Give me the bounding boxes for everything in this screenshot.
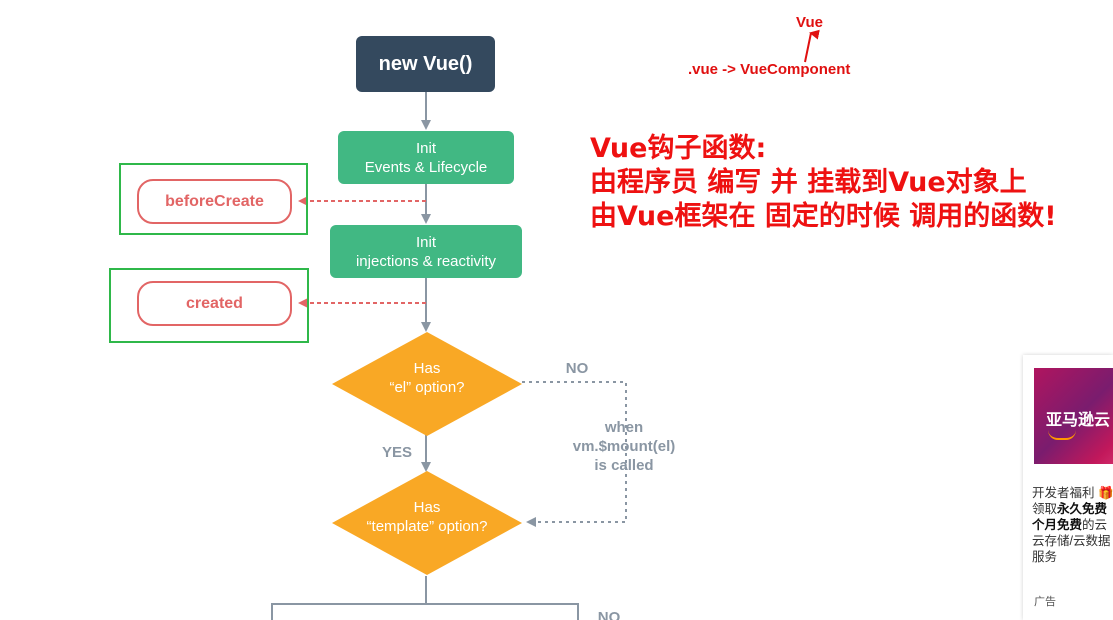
amazon-smile-icon <box>1048 430 1076 440</box>
diamond-has-el-text: Has “el” option? <box>352 359 502 397</box>
node-init-injections-line2: injections & reactivity <box>355 252 497 270</box>
ad-line5: 服务 <box>1032 550 1058 564</box>
annotation-hook-note: Vue钩子函数: 由程序员 编写 并 挂载到Vue对象上 由Vue框架在 固定的… <box>590 132 1057 234</box>
connector-no-dotted <box>522 381 627 527</box>
node-init-events-line2: Events & Lifecycle <box>364 158 488 176</box>
gift-icon: 🎁 <box>1097 486 1113 500</box>
diamond-has-template-text: Has “template” option? <box>338 498 516 536</box>
node-init-injections-line1: Init <box>415 233 436 251</box>
hook-before-create-label: beforeCreate <box>165 192 264 210</box>
hook-created-label: created <box>186 294 243 312</box>
connector-branch <box>271 603 579 620</box>
label-no-bottom: NO <box>597 609 621 620</box>
hook-created: created <box>137 281 292 326</box>
node-init-injections: Init injections & reactivity <box>330 225 522 278</box>
annotation-note-line1: Vue钩子函数: <box>590 133 767 164</box>
ad-line3-b: 个月免费 <box>1032 518 1083 532</box>
label-when-line3: is called <box>594 457 654 474</box>
label-no: NO <box>565 360 589 377</box>
annotation-note-line2: 由程序员 编写 并 挂载到Vue对象上 <box>590 167 1027 198</box>
node-new-vue: new Vue() <box>356 36 495 92</box>
ad-image-text: 亚马逊云 <box>1046 412 1111 429</box>
ad-card[interactable]: 亚马逊云 开发者福利 🎁 领取永久免费 个月免费的云 云存储/云数据 服务 广告 <box>1023 355 1113 620</box>
node-new-vue-label: new Vue() <box>378 52 473 75</box>
hook-before-create: beforeCreate <box>137 179 292 224</box>
hook-outline-before-create <box>119 163 308 235</box>
ad-label: 广告 <box>1034 596 1056 608</box>
ad-image[interactable]: 亚马逊云 <box>1034 368 1113 464</box>
diamond-has-template-line2: “template” option? <box>366 518 488 535</box>
annotation-vue: Vue <box>796 14 823 31</box>
node-init-events-line1: Init <box>415 139 436 157</box>
label-when-line2: vm.$mount(el) <box>572 438 676 455</box>
label-when-line1: when <box>604 419 644 436</box>
label-yes: YES <box>381 444 412 461</box>
ad-line4: 云存储/云数据 <box>1032 534 1111 548</box>
ad-line2-a: 领取 <box>1032 502 1058 516</box>
ad-description[interactable]: 开发者福利 🎁 领取永久免费 个月免费的云 云存储/云数据 服务 <box>1032 485 1113 565</box>
diamond-has-template-line1: Has <box>413 499 441 516</box>
ad-line1: 开发者福利 <box>1032 486 1098 500</box>
diamond-has-el <box>332 332 522 436</box>
diamond-has-el-line1: Has <box>413 360 441 377</box>
ad-line2-b: 永久免费 <box>1057 502 1108 516</box>
annotation-arrow <box>804 29 820 63</box>
diamond-has-el-line2: “el” option? <box>389 379 465 396</box>
ad-line3-a: 的云 <box>1082 518 1108 532</box>
label-when-mount: when vm.$mount(el) is called <box>556 418 692 475</box>
annotation-note-line3: 由Vue框架在 固定的时候 调用的函数! <box>590 201 1057 232</box>
diamond-has-template <box>332 471 522 575</box>
node-init-events: Init Events & Lifecycle <box>338 131 514 184</box>
hook-outline-created <box>109 268 309 343</box>
annotation-vuecomponent: .vue -> VueComponent <box>688 61 851 78</box>
